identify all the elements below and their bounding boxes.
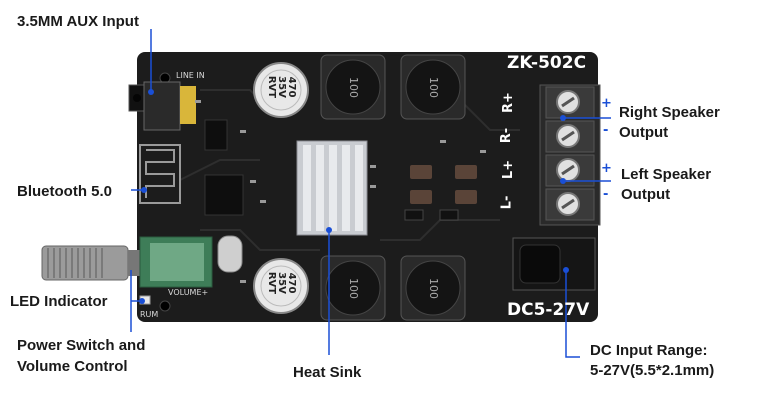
terminal-l-minus[interactable] [545, 188, 595, 221]
bluetooth-chip [204, 174, 244, 216]
callout-dot [139, 298, 145, 304]
capacitor-top-ring [260, 69, 302, 111]
volume-label: VOLUME+ [168, 288, 209, 297]
inductor-1 [320, 54, 386, 120]
inductor-3 [320, 255, 386, 321]
terminal-r-minus[interactable] [545, 120, 595, 153]
right-speaker-label-line2: Output [619, 124, 669, 141]
right-speaker-label-line1: Right Speaker [619, 104, 720, 121]
model-label: ZK-502C [507, 53, 587, 73]
terminal-r-plus[interactable] [545, 86, 595, 119]
bluetooth-antenna-trace [145, 149, 175, 198]
left-speaker-label-line2: Output [621, 186, 671, 203]
film-capacitors [404, 209, 459, 221]
terminal-label-r-plus: R+ [500, 92, 516, 113]
capacitor-top-value: 470 [286, 76, 297, 98]
line-in-label: LINE IN [176, 71, 205, 80]
inductor-3-label: 100 [347, 278, 360, 299]
terminal-label-l-minus: L- [499, 195, 515, 210]
left-speaker-label-line1: Left Speaker [621, 166, 712, 183]
callout-dot [326, 227, 332, 233]
capacitor-bottom-ring [260, 265, 302, 307]
inductor-1-label: 100 [347, 77, 360, 98]
aux-input-label: 3.5MM AUX Input [17, 13, 139, 30]
terminal-label-l-plus: L+ [501, 159, 517, 180]
capacitor-top-voltage: 35V [276, 76, 287, 98]
potentiometer-face [150, 243, 204, 281]
callout-dot [563, 267, 569, 273]
term-sign-r-minus: - [603, 123, 609, 138]
callout-dot [141, 187, 147, 193]
aux-jack-hole [133, 94, 141, 102]
dc-input-label-line2: 5-27V(5.5*2.1mm) [590, 362, 715, 379]
term-sign-r-plus: + [601, 96, 612, 111]
heat-sink [296, 140, 368, 236]
callout-dot [148, 89, 154, 95]
aux-jack[interactable] [143, 81, 181, 131]
crystal [217, 235, 243, 273]
volume-knob-nut [128, 250, 140, 276]
volume-knob-knurl [47, 248, 103, 278]
capacitor-top [253, 62, 309, 118]
output-filters [410, 165, 477, 204]
capacitor-bottom-text: 470 35V RVT [266, 265, 297, 301]
bluetooth-antenna [139, 144, 181, 204]
dc-jack-socket [519, 244, 561, 284]
mount-hole [159, 300, 171, 312]
capacitor-top-text: 470 35V RVT [266, 69, 297, 105]
inductor-4 [400, 255, 466, 321]
terminal-label-r-minus: R- [499, 127, 515, 144]
chip [204, 119, 228, 151]
led-mark-label: RUM [140, 310, 159, 319]
callout-dot [560, 178, 566, 184]
term-sign-l-minus: - [603, 187, 609, 202]
dc-rating-label: DC5-27V [507, 300, 590, 320]
aux-jack-contacts [180, 86, 196, 124]
inductor-4-label: 100 [427, 278, 440, 299]
capacitor-bottom-value: 470 [286, 272, 297, 294]
callout-lines [130, 29, 611, 358]
inductor-2 [400, 54, 466, 120]
dc-input-label-line1: DC Input Range: [590, 342, 708, 359]
heat-sink-label: Heat Sink [293, 364, 362, 381]
inductor-2-label: 100 [427, 77, 440, 98]
callout-dot [560, 115, 566, 121]
term-sign-l-plus: + [601, 161, 612, 176]
capacitor-top-series: RVT [266, 75, 277, 99]
capacitor-bottom [253, 258, 309, 314]
power-switch-label-line2: Volume Control [17, 358, 128, 375]
bluetooth-label: Bluetooth 5.0 [17, 183, 113, 200]
capacitor-bottom-voltage: 35V [276, 272, 287, 294]
power-switch-label-line1: Power Switch and [17, 337, 146, 354]
capacitor-bottom-series: RVT [266, 271, 277, 295]
volume-knob-shaft[interactable] [41, 245, 129, 281]
led-indicator-label: LED Indicator [10, 293, 108, 310]
